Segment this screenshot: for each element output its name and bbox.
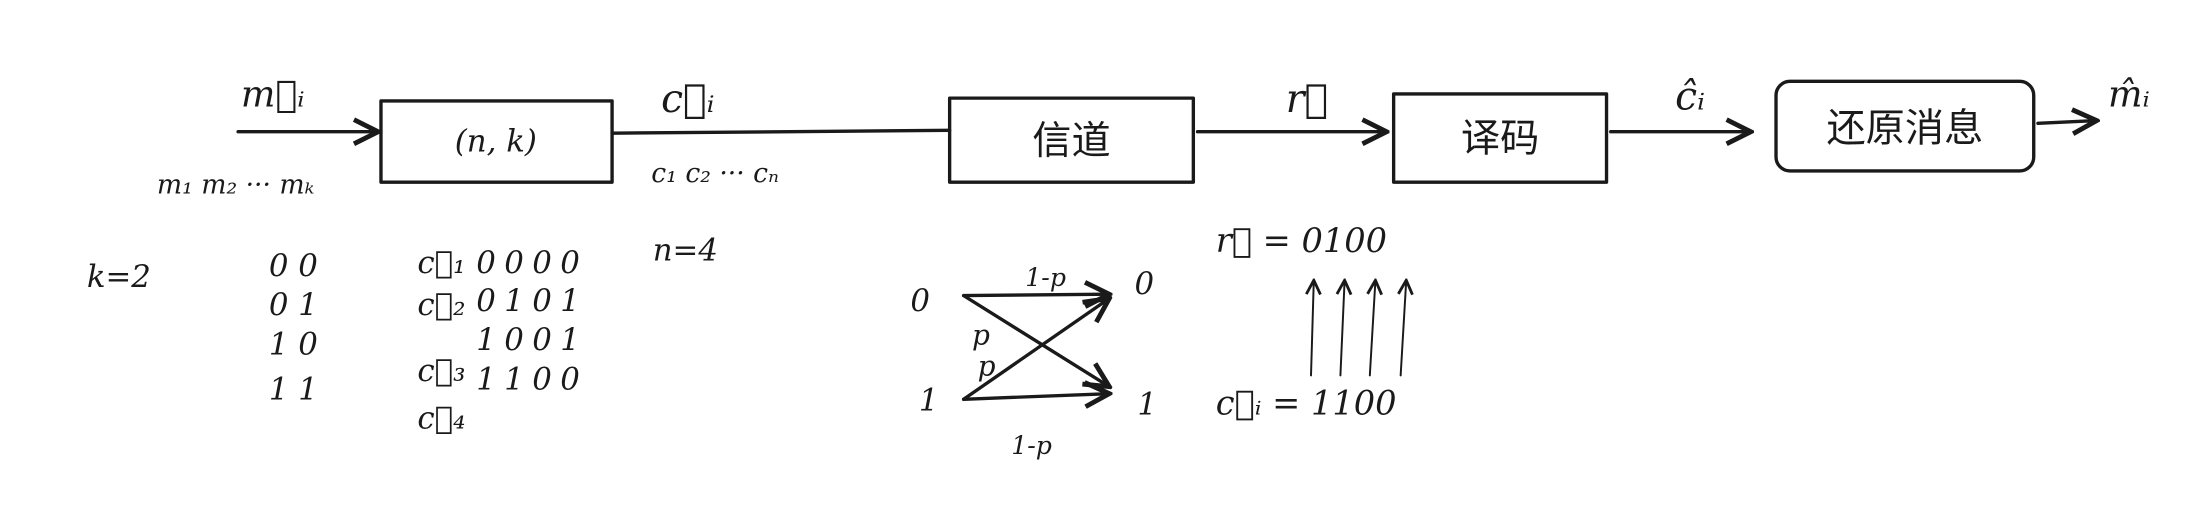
encoder-label: (n, k)	[455, 123, 537, 159]
decoder-box	[1391, 92, 1609, 184]
bsc-edge-0-0	[961, 294, 1110, 295]
bsc-edge-1-1	[961, 394, 1110, 400]
bsc-output-0: 0	[1135, 266, 1155, 302]
output-label: m̂ᵢ	[2108, 73, 2150, 116]
message: 0 1	[269, 287, 318, 323]
restore-box	[1774, 79, 2036, 173]
codeword-column: c⃗₁ c⃗₂ c⃗₃ c⃗₄ 0000 0101 1001 1100	[417, 245, 588, 437]
bsc-input-1: 1	[919, 382, 939, 418]
codeword-label: c⃗ᵢ	[661, 77, 714, 122]
bsc-edge-0-1	[961, 293, 1110, 387]
channel-box	[947, 96, 1196, 184]
message: 0 0	[269, 248, 318, 284]
codeword-name: c⃗₃	[417, 353, 465, 389]
message-column: 0 0 0 1 1 0 1 1	[269, 248, 318, 407]
bit-arrow	[1401, 280, 1407, 377]
codeword-components: c₁ c₂ ··· cₙ	[651, 158, 779, 189]
bsc-label-cross-a: p	[972, 319, 990, 352]
bsc-label-cross-b: p	[978, 349, 996, 382]
message: 1 1	[269, 371, 318, 407]
bsc-output-1: 1	[1137, 387, 1157, 423]
k-label: k=2	[87, 259, 151, 295]
estimate-label: ĉᵢ	[1675, 74, 1705, 119]
codeword-bits: 1100	[476, 361, 588, 397]
n-label: n=4	[653, 233, 718, 269]
bit-arrow	[1311, 280, 1314, 377]
received-label: r⃗	[1286, 77, 1328, 122]
bit-arrow	[1370, 280, 1376, 377]
bit-arrows	[1311, 280, 1407, 377]
bsc-label-top: 1-p	[1025, 263, 1066, 292]
encoder-box	[379, 99, 614, 184]
codeword-name: c⃗₁	[417, 245, 465, 281]
channel-label: 信道	[1032, 119, 1110, 164]
bsc-input-0: 0	[910, 283, 930, 319]
codeword-line	[610, 128, 952, 135]
output-arrow	[2036, 121, 2097, 124]
codeword-bits: 1001	[476, 322, 588, 358]
message: 1 0	[269, 326, 318, 362]
sent-example: c⃗ᵢ = 1100	[1216, 384, 1397, 423]
bsc-edge-1-0	[961, 298, 1110, 401]
bsc-label-bottom: 1-p	[1011, 431, 1052, 460]
bit-arrow	[1340, 280, 1344, 377]
codeword-name: c⃗₂	[417, 287, 465, 323]
codeword-bits: 0101	[476, 283, 588, 319]
bsc-diagram: 0 1 0 1 1-p p p 1-p	[910, 263, 1157, 460]
codeword-bits: 0000	[476, 245, 588, 281]
restore-label: 还原消息	[1826, 107, 1983, 152]
decoder-label: 译码	[1461, 116, 1539, 161]
input-components: m₁ m₂ ··· mₖ	[157, 169, 315, 200]
codeword-name: c⃗₄	[417, 401, 465, 437]
input-label: m⃗ᵢ	[241, 73, 305, 116]
received-example: r⃗ = 0100	[1216, 221, 1387, 260]
